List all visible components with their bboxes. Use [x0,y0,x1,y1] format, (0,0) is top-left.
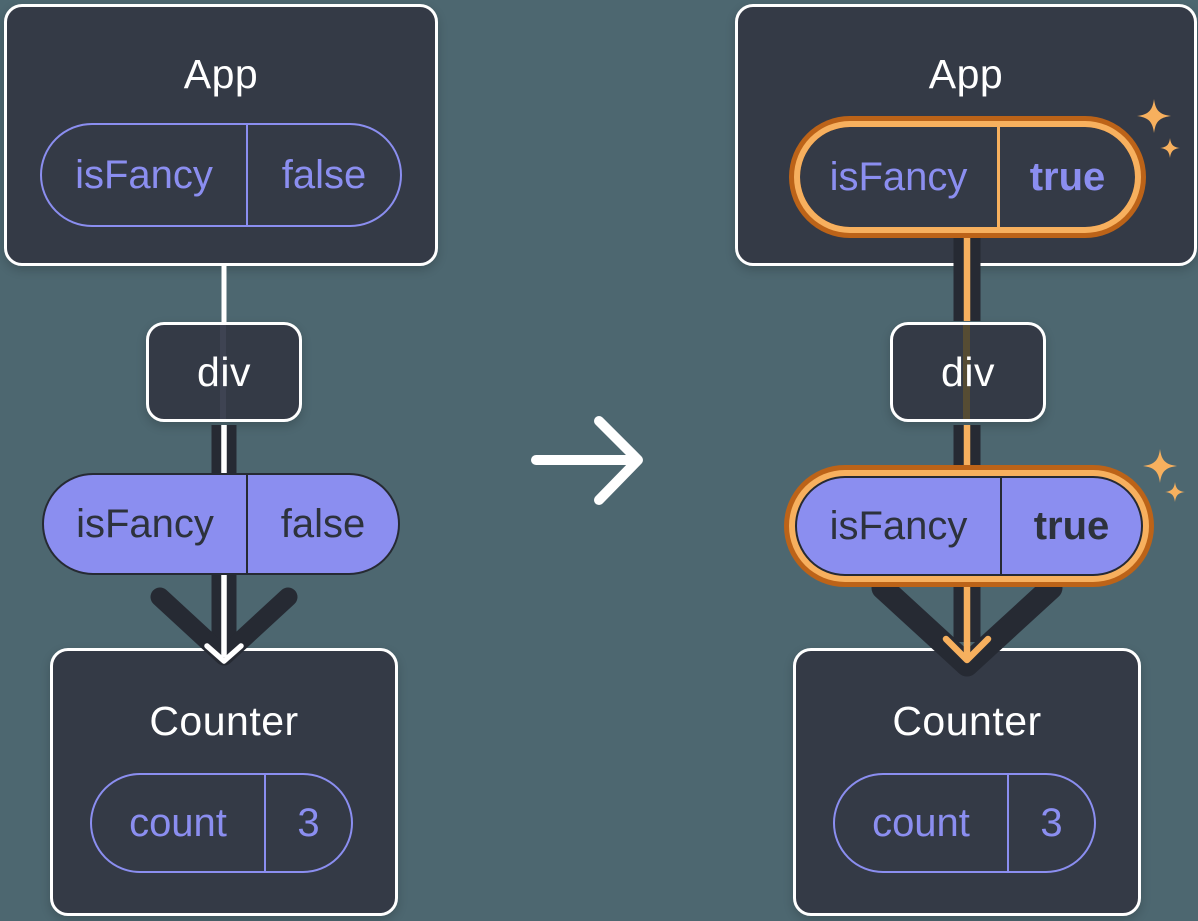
prop-value: true [997,127,1135,227]
state-value: 3 [1007,775,1094,871]
prop-name: isFancy [829,155,968,199]
app-card-right: App [735,4,1197,266]
sparkle-icon-prop [1143,449,1185,502]
prop-value: false [246,125,400,225]
component-title: div [197,349,251,395]
prop-name: isFancy [75,153,213,197]
div-card-left: div [146,322,302,422]
div-card-right: div [890,322,1046,422]
state-pill-counter-left: count 3 [90,773,353,873]
transition-right-arrow-icon [531,416,643,505]
component-title: div [941,349,995,395]
component-title: App [928,51,1004,97]
prop-name: isFancy [76,502,214,546]
prop-pill-passed-left: isFancy false [42,473,400,575]
arrow-passthrough-stripe [963,325,970,419]
state-name: count [872,801,970,845]
state-pill-counter-right: count 3 [833,773,1096,873]
state-name: count [129,801,227,845]
prop-value: true [1000,478,1141,574]
prop-pill-passed-right: isFancy true [795,476,1143,576]
component-title: Counter [892,698,1042,744]
prop-name: isFancy [829,504,968,548]
prop-pill-app-left: isFancy false [40,123,402,227]
counter-card-left: Counter [50,648,398,916]
component-title: App [183,51,259,97]
state-value: 3 [264,775,351,871]
prop-value: false [246,475,398,573]
component-title: Counter [149,698,299,744]
prop-pill-app-right: isFancy true [800,127,1135,227]
down-arrow-icon-right [871,236,1063,677]
arrow-passthrough-stripe [220,325,226,419]
